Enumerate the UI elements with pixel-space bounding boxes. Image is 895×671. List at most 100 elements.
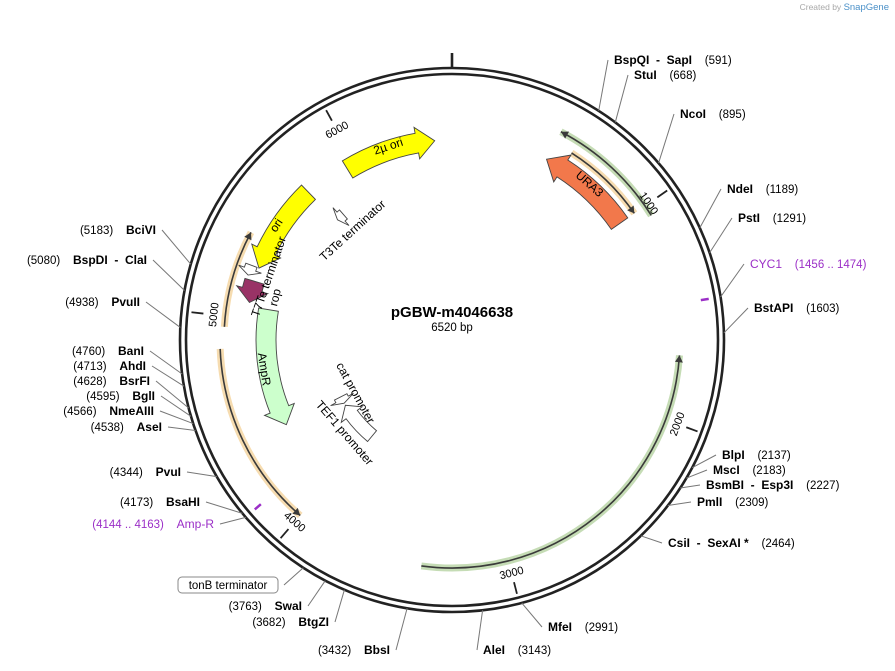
site-mfei[interactable]: MfeI (2991)	[521, 602, 618, 634]
site-cyc1[interactable]: CYC1 (1456 .. 1474)	[720, 257, 867, 298]
feature-rop-arrow[interactable]	[235, 277, 270, 304]
site-leader-line	[155, 380, 189, 409]
site-csii[interactable]: CsiI - SexAI * (2464)	[640, 535, 795, 550]
snapgene-logo-text: SnapGene	[843, 2, 889, 13]
scale-tick-label: 6000	[324, 119, 351, 141]
site-bspqi[interactable]: BspQI - SapI (591)	[598, 53, 732, 112]
site-bani[interactable]: (4760) BanI	[72, 344, 183, 375]
site-text: BlpI (2137)	[722, 448, 791, 462]
scale-tick	[279, 528, 290, 539]
site-leader-line	[709, 217, 733, 253]
site-text: CYC1 (1456 .. 1474)	[750, 257, 867, 271]
feature-tef1-promoter-arrow[interactable]	[340, 404, 378, 443]
inner-feature-mark	[253, 503, 262, 511]
site-leader-line	[658, 113, 675, 164]
site-tonb-terminator[interactable]: tonB terminator	[177, 567, 304, 594]
site-text: StuI (668)	[634, 68, 696, 82]
orf-arrowhead	[674, 355, 683, 363]
site-bbsi[interactable]: (3432) BbsI	[318, 608, 408, 657]
site-alei[interactable]: AleI (3143)	[476, 610, 551, 657]
site-leader-line	[598, 59, 609, 112]
site-text: (4344) PvuI	[110, 465, 181, 479]
site-swai[interactable]: (3763) SwaI	[229, 580, 326, 613]
site-leader-line	[667, 501, 692, 507]
site-btgzi[interactable]: (3682) BtgZI	[252, 589, 345, 629]
site-text: (3432) BbsI	[318, 643, 390, 657]
site-text: (3682) BtgZI	[252, 615, 329, 629]
site-text: (4144 .. 4163) Amp-R	[92, 517, 214, 531]
site-leader-line	[159, 410, 194, 425]
feature-cat-promoter-arrow[interactable]	[330, 392, 354, 407]
site-bsrfi[interactable]: (4628) BsrFI	[73, 374, 189, 409]
site-text: (4173) BsaHI	[120, 495, 200, 509]
orf-arc	[571, 152, 635, 214]
site-text: (3763) SwaI	[229, 599, 302, 613]
site-msci[interactable]: MscI (2183)	[686, 463, 786, 479]
site-text: BstAPI (1603)	[754, 301, 840, 315]
orf-arrowhead	[560, 131, 570, 139]
site-pvui[interactable]: (4344) PvuI	[110, 465, 217, 479]
site-text: BsmBI - Esp3I (2227)	[706, 478, 840, 492]
site-text: NcoI (895)	[680, 107, 746, 121]
site-pmli[interactable]: PmlI (2309)	[667, 495, 769, 509]
orf-arrowhead	[627, 205, 635, 214]
orf-arc	[223, 232, 252, 327]
site-stui[interactable]: StuI (668)	[614, 68, 696, 123]
site-bstapi[interactable]: BstAPI (1603)	[723, 301, 840, 334]
site-leader-line	[145, 301, 181, 328]
backbone-inner-strand	[184, 72, 720, 608]
site-ahdi[interactable]: (4713) AhdI	[73, 359, 185, 387]
site-leader-line	[186, 471, 217, 478]
feature-ampr-arrow[interactable]	[255, 307, 296, 426]
orf-arrowhead	[244, 232, 252, 241]
plasmid-name: pGBW-m4046638	[391, 304, 513, 321]
scale-tick	[325, 109, 333, 122]
feature-ura3-arrow[interactable]	[545, 154, 629, 230]
site-bcivi[interactable]: (5183) BciVI	[80, 223, 192, 265]
site-bsahi[interactable]: (4173) BsaHI	[120, 495, 243, 514]
site-leader-line	[205, 501, 243, 514]
feature-ori-arrow[interactable]	[251, 184, 317, 269]
site-bsmbi[interactable]: BsmBI - Esp3I (2227)	[680, 478, 840, 492]
site-asei[interactable]: (4538) AseI	[91, 420, 196, 434]
site-bspdi[interactable]: (5080) BspDI - ClaI	[27, 253, 185, 291]
site-leader-line	[151, 365, 185, 387]
site-leader-line	[476, 610, 484, 651]
feature-t3te-terminator-arrow[interactable]	[332, 207, 350, 226]
orf-arrowhead	[292, 507, 301, 516]
orf-layer	[216, 128, 683, 572]
feature-t7te-terminator-arrow[interactable]	[238, 262, 262, 276]
site-text: CsiI - SexAI * (2464)	[668, 536, 795, 550]
orf-arc	[560, 131, 652, 216]
site-leader-line	[521, 602, 543, 628]
site-text: (4595) BglI	[86, 389, 155, 403]
site-bgli[interactable]: (4595) BglI	[86, 389, 192, 417]
site-leader-line	[723, 307, 749, 334]
site-text: (4713) AhdI	[73, 359, 146, 373]
site-layer: BspQI - SapI (591)StuI (668) NcoI (895) Nd…	[27, 53, 867, 657]
site-text: BspQI - SapI (591)	[614, 53, 732, 67]
site-leader-line	[640, 535, 663, 544]
site-text: MfeI (2991)	[548, 620, 618, 634]
site-ncoi[interactable]: NcoI (895)	[658, 107, 746, 164]
site-blpi[interactable]: BlpI (2137)	[691, 448, 791, 469]
snapgene-credit: Created by SnapGene	[800, 2, 889, 13]
credit-prefix: Created by	[799, 2, 842, 12]
orf-arc	[421, 355, 681, 569]
plasmid-length: 6520 bp	[431, 322, 473, 334]
scale-tick	[656, 189, 668, 199]
scale-tick-label: 4000	[281, 510, 307, 535]
site-amp-r[interactable]: (4144 .. 4163) Amp-R	[92, 516, 246, 531]
site-leader-line	[307, 580, 326, 607]
scale-tick-label: 3000	[498, 565, 525, 583]
site-psti[interactable]: PstI (1291)	[709, 211, 807, 253]
feature-2-ori-arrow[interactable]	[341, 126, 436, 179]
site-nmeaiii[interactable]: (4566) NmeAIII	[63, 404, 194, 425]
site-leader-line	[680, 484, 701, 489]
feature-rop-label: rop	[266, 287, 284, 307]
site-ndei[interactable]: NdeI (1189)	[699, 182, 799, 229]
site-pvuii[interactable]: (4938) PvuII	[65, 295, 181, 328]
site-text: AleI (3143)	[483, 643, 551, 657]
